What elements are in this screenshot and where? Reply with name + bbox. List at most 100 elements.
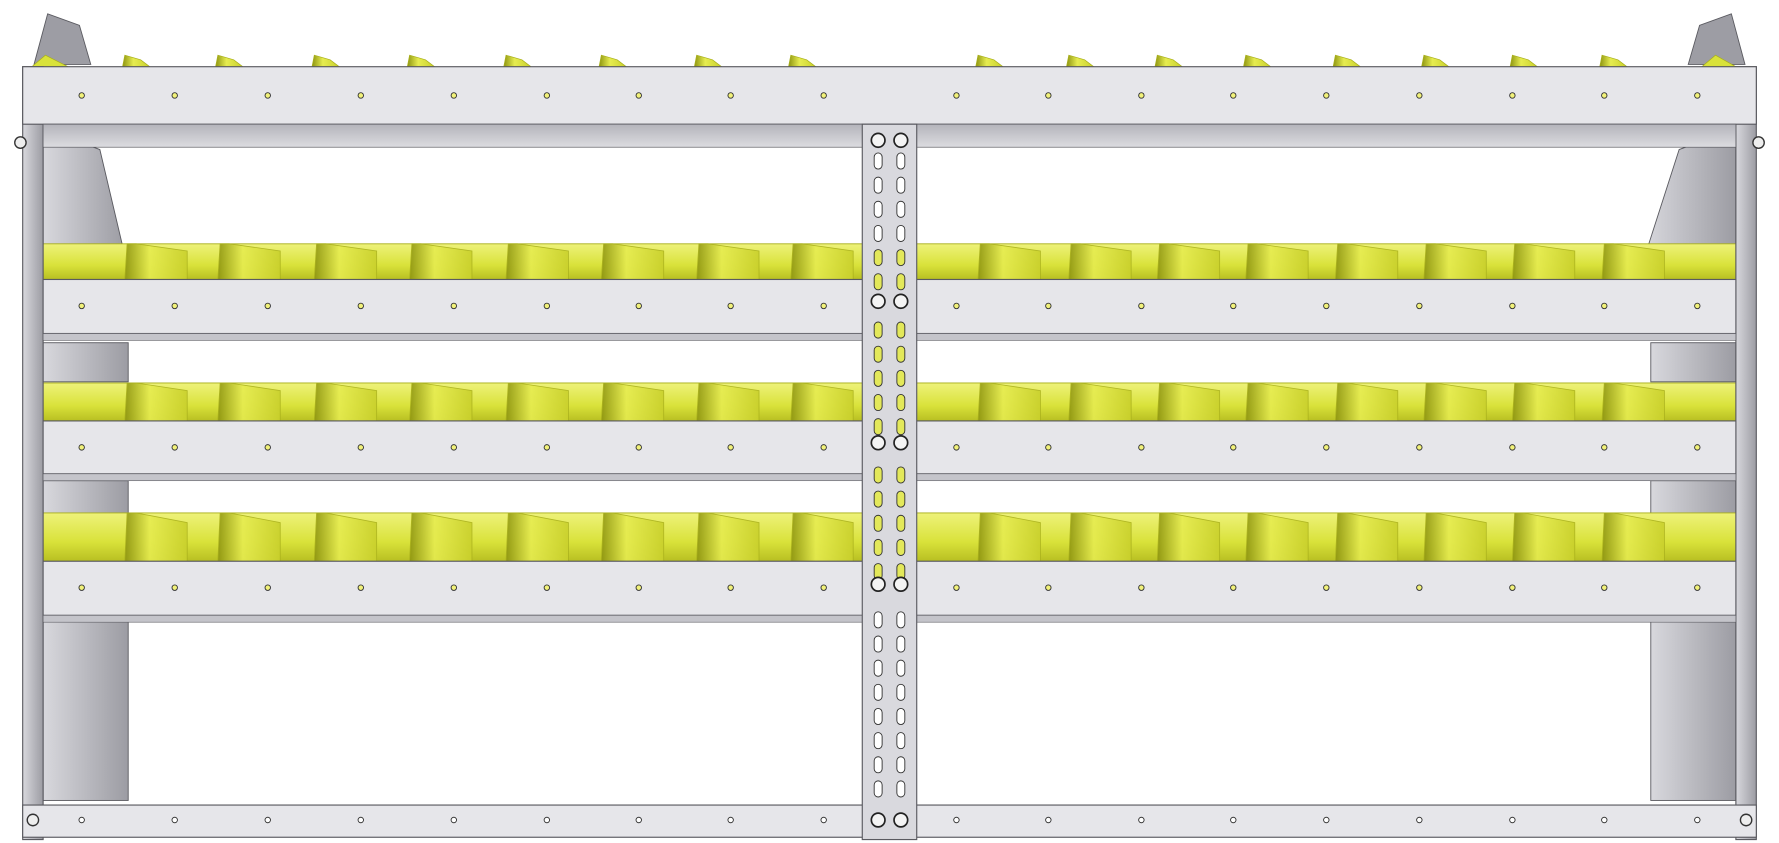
rail-hole: [264, 302, 271, 310]
post-slot: [896, 780, 906, 798]
post-slot: [873, 466, 883, 484]
post-slot: [873, 152, 883, 170]
post-slot: [873, 273, 883, 291]
rail-hole: [1509, 816, 1516, 824]
right-lower-bracket: [1650, 618, 1737, 801]
post-bolt: [893, 576, 909, 592]
rail-hole: [727, 444, 734, 451]
rail-hole: [1045, 444, 1052, 451]
post-slot: [873, 635, 883, 653]
rail-hole: [635, 302, 642, 310]
rail-hole: [1601, 444, 1608, 451]
rail-hole: [543, 302, 551, 310]
top-tray-divider: [598, 54, 628, 68]
rail-hole: [171, 584, 178, 591]
rail-hole: [1323, 92, 1330, 99]
post-slot: [873, 369, 883, 387]
post-slot: [896, 466, 906, 484]
post-slot: [873, 683, 883, 701]
post-slot: [873, 732, 883, 750]
post-slot: [873, 659, 883, 677]
rail-hole: [820, 816, 827, 824]
rail-hole: [171, 444, 178, 451]
rail-hole: [1045, 302, 1052, 310]
post-slot: [896, 249, 906, 267]
rail-hole: [264, 584, 271, 591]
post-slot: [896, 345, 906, 363]
post-slot: [896, 514, 906, 532]
rail-hole: [1416, 302, 1423, 310]
post-bolt: [870, 132, 886, 149]
rail-hole: [1323, 444, 1330, 451]
post-slot: [896, 321, 906, 339]
rail-hole: [1230, 584, 1237, 591]
post-slot: [896, 200, 906, 218]
top-tray-divider: [311, 54, 341, 68]
corner-bolt: [14, 136, 27, 150]
rail-hole: [78, 816, 85, 824]
rail-hole: [635, 92, 642, 99]
left-mid-bracket-1: [42, 342, 129, 383]
post-bolt: [893, 435, 909, 451]
rail-hole: [1694, 444, 1701, 451]
left-top-bracket: [42, 128, 126, 256]
post-slot: [896, 273, 906, 291]
rail-hole: [953, 584, 960, 591]
rail-hole: [171, 302, 178, 310]
rail-hole: [264, 816, 271, 824]
rear-layer: [33, 13, 1746, 801]
rail-hole: [543, 816, 551, 824]
post-slot: [873, 249, 883, 267]
rail-hole: [450, 816, 458, 824]
rail-hole: [450, 302, 458, 310]
post-slot: [873, 394, 883, 412]
rail-hole: [78, 92, 85, 99]
rail-hole: [357, 584, 364, 591]
post-slot: [896, 707, 906, 726]
rail-hole: [820, 92, 827, 99]
rail-hole: [1601, 816, 1608, 824]
top-tray-divider: [122, 54, 151, 68]
rail-hole: [1323, 816, 1330, 824]
rail-hole: [820, 584, 827, 591]
post-bolt: [870, 293, 886, 310]
top-tray-divider: [975, 54, 1004, 68]
post-slot: [896, 369, 906, 387]
rail-hole: [171, 816, 178, 824]
post-slot: [896, 176, 906, 194]
rail-hole: [264, 92, 271, 99]
rail-hole: [820, 444, 827, 451]
top-tray-divider: [788, 54, 817, 68]
rail-hole: [1509, 584, 1516, 591]
rail-hole: [1601, 92, 1608, 99]
rail-hole: [450, 444, 458, 451]
top-tray-divider: [1154, 54, 1184, 68]
post-bolt: [870, 576, 886, 592]
right-top-bracket: [1644, 128, 1737, 256]
rail-hole: [1416, 92, 1423, 99]
rail-hole: [543, 92, 551, 99]
rail-hole: [953, 444, 960, 451]
post-slot: [896, 224, 906, 242]
rail-hole: [450, 92, 458, 99]
rail-hole: [1694, 92, 1701, 99]
rail-hole: [1045, 92, 1052, 99]
rail-hole: [1416, 444, 1423, 451]
rail-hole: [543, 444, 551, 451]
top-tray-divider: [693, 54, 723, 68]
post-slot: [896, 611, 906, 629]
rail-hole: [953, 302, 960, 310]
post-bolt: [893, 812, 909, 828]
rail-hole: [78, 302, 85, 310]
rail-hole: [1230, 302, 1237, 310]
post-slot: [896, 152, 906, 170]
post-slot: [873, 756, 883, 774]
rail-hole: [727, 816, 734, 824]
front-frame-layer: [14, 66, 1765, 841]
rail-hole: [635, 444, 642, 451]
rail-hole: [357, 92, 364, 99]
rail-hole: [635, 584, 642, 591]
rail-hole: [1601, 584, 1608, 591]
post-slot: [873, 200, 883, 218]
